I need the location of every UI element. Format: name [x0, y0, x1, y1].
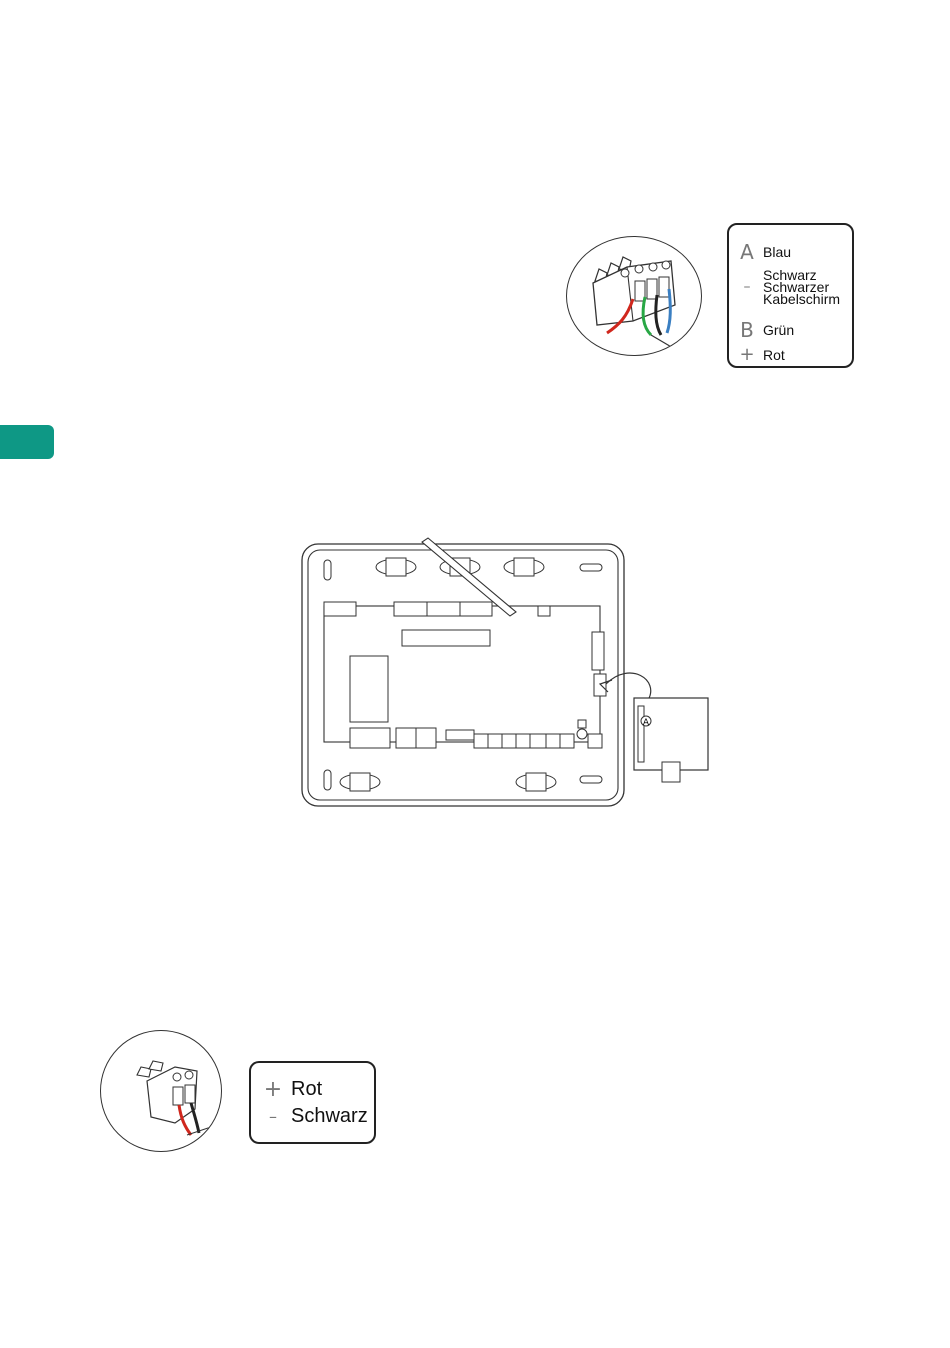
legend-row-minus: – Schwarz: [263, 1105, 368, 1128]
chapter-tab: [0, 425, 54, 459]
power-wiring-legend: + Rot – Schwarz: [249, 1061, 376, 1144]
legend-row-plus: + Rot: [263, 1077, 322, 1102]
control-board-diagram: A: [300, 530, 720, 815]
terminal-a-icon: A: [737, 240, 757, 264]
plus-icon: +: [263, 1077, 283, 1102]
bus-connector-illustration: [566, 236, 702, 356]
power-connector-illustration: [100, 1030, 222, 1152]
minus-icon: –: [737, 279, 757, 295]
terminal-block-4pin-icon: [567, 237, 701, 355]
legend-row-plus: + Rot: [737, 344, 785, 365]
module-marker-label: A: [643, 718, 650, 728]
legend-row-b: B Grün: [737, 318, 794, 342]
bus-wiring-legend: A Blau – Schwarz Schwarzer Kabelschirm B…: [727, 223, 854, 368]
minus-icon: –: [263, 1107, 283, 1126]
terminal-b-icon: B: [737, 318, 757, 342]
legend-row-minus: – Schwarz Schwarzer Kabelschirm: [737, 269, 840, 305]
legend-row-a: A Blau: [737, 240, 791, 264]
terminal-block-2pin-icon: [101, 1031, 221, 1151]
plus-icon: +: [737, 344, 757, 365]
